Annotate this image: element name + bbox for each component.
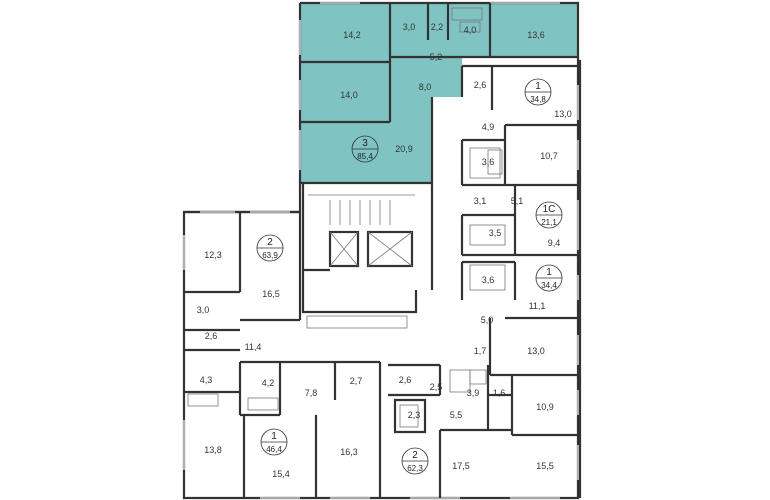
- room-area: 3,0: [197, 305, 210, 315]
- room-area: 4,0: [464, 25, 477, 35]
- room-area: 4,3: [200, 375, 213, 385]
- apartment-marker-2-bottom[interactable]: 2 62,3: [401, 447, 429, 475]
- apartment-number: 3: [362, 138, 368, 149]
- room-area: 1,6: [493, 388, 506, 398]
- room-area: 11,1: [529, 301, 546, 311]
- room-area: 4,2: [262, 378, 275, 388]
- room-area: 2,3: [408, 410, 421, 420]
- room-area: 14,2: [343, 30, 361, 40]
- room-area: 3,5: [489, 228, 502, 238]
- room-area: 13,6: [527, 30, 545, 40]
- apartment-number: 2: [412, 450, 418, 461]
- room-area: 8,0: [419, 82, 432, 92]
- room-area: 15,4: [272, 469, 290, 479]
- room-labels: 14,2 3,0 2,2 4,0 13,6 5,2 14,0 8,0 20,9 …: [197, 22, 572, 479]
- room-area: 2,6: [399, 375, 412, 385]
- room-area: 14,0: [340, 90, 358, 100]
- apartment-number: 1: [271, 431, 277, 442]
- apartment-number: 1: [546, 267, 552, 278]
- room-area: 4,9: [482, 122, 495, 132]
- room-area: 5,5: [450, 410, 463, 420]
- fixtures: [187, 7, 506, 428]
- room-area: 3,6: [482, 275, 495, 285]
- room-area: 11,4: [245, 342, 262, 352]
- apartment-area: 62,3: [407, 464, 423, 473]
- room-area: 3,6: [482, 157, 495, 167]
- apartment-area: 46,4: [266, 445, 282, 454]
- apartment-area: 85,4: [357, 152, 373, 161]
- apartment-area: 21,1: [541, 218, 557, 227]
- room-area: 9,4: [548, 238, 561, 248]
- room-area: 20,9: [395, 144, 413, 154]
- room-area: 2,7: [350, 376, 363, 386]
- room-area: 2,5: [430, 382, 443, 392]
- apartment-number: 2: [267, 237, 273, 248]
- room-area: 3,1: [474, 196, 487, 206]
- room-area: 17,5: [452, 461, 470, 471]
- room-area: 5,1: [511, 196, 524, 206]
- room-area: 10,7: [540, 151, 558, 161]
- room-area: 2,6: [205, 331, 218, 341]
- room-area: 2,2: [431, 22, 444, 32]
- apartment-number: 1: [535, 81, 541, 92]
- room-area: 16,3: [340, 447, 358, 457]
- room-area: 1,7: [474, 346, 487, 356]
- apartment-number: 1С: [543, 204, 556, 215]
- apartment-marker-3[interactable]: 3 85,4: [351, 135, 379, 163]
- interior-walls: [184, 3, 578, 498]
- apartment-area: 63,9: [262, 251, 278, 260]
- room-area: 16,5: [262, 289, 280, 299]
- apartment-area: 34,4: [541, 281, 557, 290]
- windows: [183, 2, 579, 499]
- room-area: 5,0: [481, 315, 494, 325]
- apartment-marker-2-left[interactable]: 2 63,9: [256, 234, 284, 262]
- room-area: 2,6: [474, 80, 487, 90]
- room-area: 7,8: [305, 388, 318, 398]
- apartment-marker-1-top[interactable]: 1 34,8: [524, 78, 552, 106]
- room-area: 3,9: [467, 388, 480, 398]
- room-area: 13,0: [527, 346, 545, 356]
- room-area: 12,3: [204, 250, 222, 260]
- room-area: 10,9: [536, 402, 554, 412]
- apartment-marker-1-mid[interactable]: 1 34,4: [535, 264, 563, 292]
- apartment-marker-1-bottom[interactable]: 1 46,4: [260, 428, 288, 456]
- apartment-area: 34,8: [530, 95, 546, 104]
- room-area: 13,8: [204, 445, 222, 455]
- room-area: 13,0: [554, 109, 572, 119]
- room-area: 3,0: [403, 22, 416, 32]
- apartment-marker-1c[interactable]: 1С 21,1: [535, 201, 563, 229]
- room-area: 5,2: [430, 52, 443, 62]
- room-area: 15,5: [536, 461, 554, 471]
